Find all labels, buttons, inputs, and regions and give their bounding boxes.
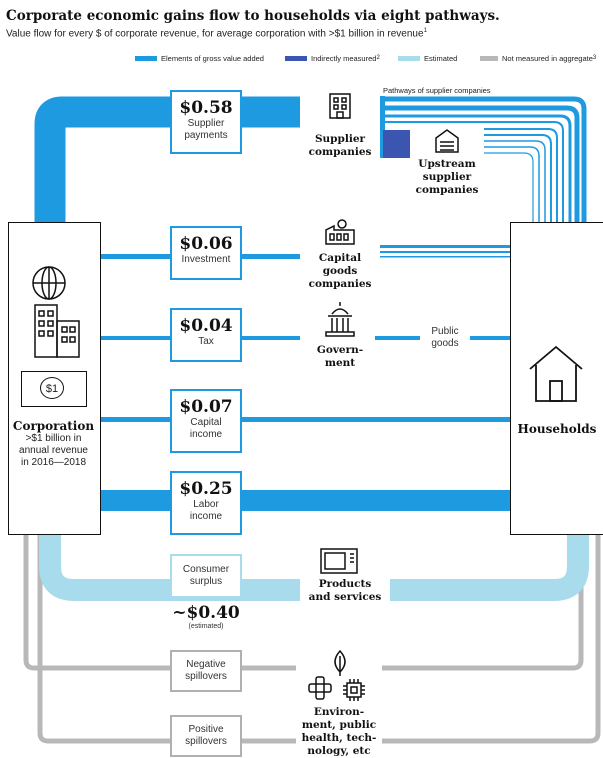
government-node: Govern-ment — [305, 300, 375, 372]
supplier-indirect-block — [383, 130, 411, 158]
households-title: Households — [517, 422, 597, 436]
supplier-payments-box: $0.58 Supplier payments — [170, 90, 242, 154]
house-icon — [529, 345, 583, 402]
households-box: Households — [510, 222, 603, 535]
leaf-icon — [334, 649, 346, 676]
positive-spillovers-box: Positive spillovers — [170, 715, 242, 757]
page-subtitle: Value flow for every $ of corporate reve… — [6, 28, 427, 40]
warehouse-icon — [435, 129, 459, 153]
microchip-icon — [343, 679, 365, 701]
government-label: Govern-ment — [316, 344, 364, 369]
page-title: Corporate economic gains flow to househo… — [6, 8, 500, 24]
bandage-icon — [308, 676, 332, 700]
corporation-globe-buildings-icon — [32, 266, 80, 358]
money-bill-icon: $1 — [21, 371, 87, 407]
supplier-band-left — [34, 96, 300, 230]
microwave-icon — [320, 548, 358, 574]
corporation-desc-1: >$1 billion in — [25, 433, 82, 444]
corporation-title: Corporation — [12, 419, 95, 433]
consumer-surplus-box: Consumer surplus — [170, 554, 242, 598]
consumer-surplus-value: ~$0.40 (estimated) — [172, 603, 240, 630]
capital-income-box: $0.07 Capital income — [170, 389, 242, 453]
legend-gross-value-added: Elements of gross value added — [135, 52, 264, 64]
corporation-box: $1 Corporation >$1 billion in annual rev… — [8, 222, 101, 535]
pathways-label: Pathways of supplier companies — [383, 86, 491, 95]
factory-icon — [325, 219, 355, 245]
tax-box: $0.04 Tax — [170, 308, 242, 362]
office-building-icon — [329, 93, 351, 119]
negative-spillovers-box: Negative spillovers — [170, 650, 242, 692]
corporation-desc-3: in 2016—2018 — [20, 457, 87, 468]
capitol-building-icon — [325, 302, 355, 337]
investment-box: $0.06 Investment — [170, 226, 242, 280]
legend-estimated: Estimated — [398, 52, 457, 64]
labor-income-box: $0.25 Labor income — [170, 471, 242, 535]
corporation-desc-2: annual revenue — [19, 445, 88, 456]
